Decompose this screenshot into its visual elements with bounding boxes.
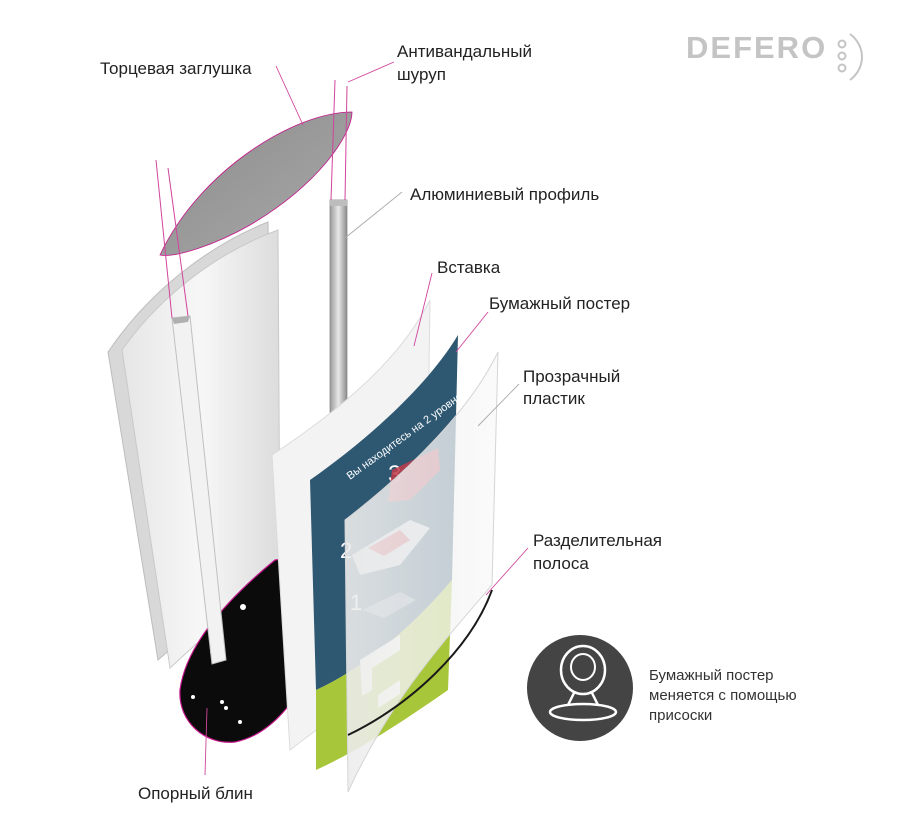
base-hole — [238, 720, 242, 724]
base-hole — [191, 695, 195, 699]
left-profile — [171, 315, 227, 665]
label-plastic-line2: пластик — [523, 389, 585, 408]
leader-divider — [485, 547, 529, 596]
aluminium-profile-top — [330, 200, 347, 206]
base-hole — [240, 604, 246, 610]
label-divider-line2: полоса — [533, 554, 589, 573]
suction-note-line3: присоски — [649, 707, 713, 724]
leader-end-cap — [275, 65, 304, 126]
leader-base — [204, 707, 208, 776]
leader-plastic — [477, 383, 520, 427]
label-end-cap: Торцевая заглушка — [100, 59, 252, 78]
leader-profile — [344, 191, 403, 239]
aluminium-profile — [329, 199, 348, 431]
divider-strip — [347, 589, 493, 736]
label-base: Опорный блин — [138, 784, 253, 803]
suction-note-line1: Бумажный постер — [649, 667, 774, 684]
label-screw-line2: шуруп — [397, 65, 446, 84]
screw — [344, 85, 348, 201]
suction-note: Бумажный постер меняется с помощью присо… — [649, 666, 797, 726]
label-plastic-line1: Прозрачный — [523, 367, 621, 386]
base-hole — [224, 706, 228, 710]
suction-note-line2: меняется с помощью — [649, 687, 797, 704]
label-profile: Алюминиевый профиль — [410, 185, 600, 204]
leader-insert — [413, 272, 433, 347]
screw — [155, 159, 173, 319]
suction-cup-icon — [527, 635, 633, 741]
left-profile-top — [172, 316, 190, 324]
label-divider-line1: Разделительная — [533, 531, 662, 550]
label-poster: Бумажный постер — [489, 294, 631, 313]
screw — [167, 167, 189, 317]
label-insert: Вставка — [437, 258, 501, 277]
label-screw-line1: Антивандальный — [397, 42, 532, 61]
transparent-plastic — [344, 351, 499, 793]
base-hole — [220, 700, 224, 704]
leader-poster — [455, 311, 489, 353]
brand-logo-text: DEFERO — [686, 30, 828, 65]
screw — [330, 79, 336, 201]
brand-mark-icon — [837, 33, 863, 81]
leader-screw — [347, 61, 395, 83]
